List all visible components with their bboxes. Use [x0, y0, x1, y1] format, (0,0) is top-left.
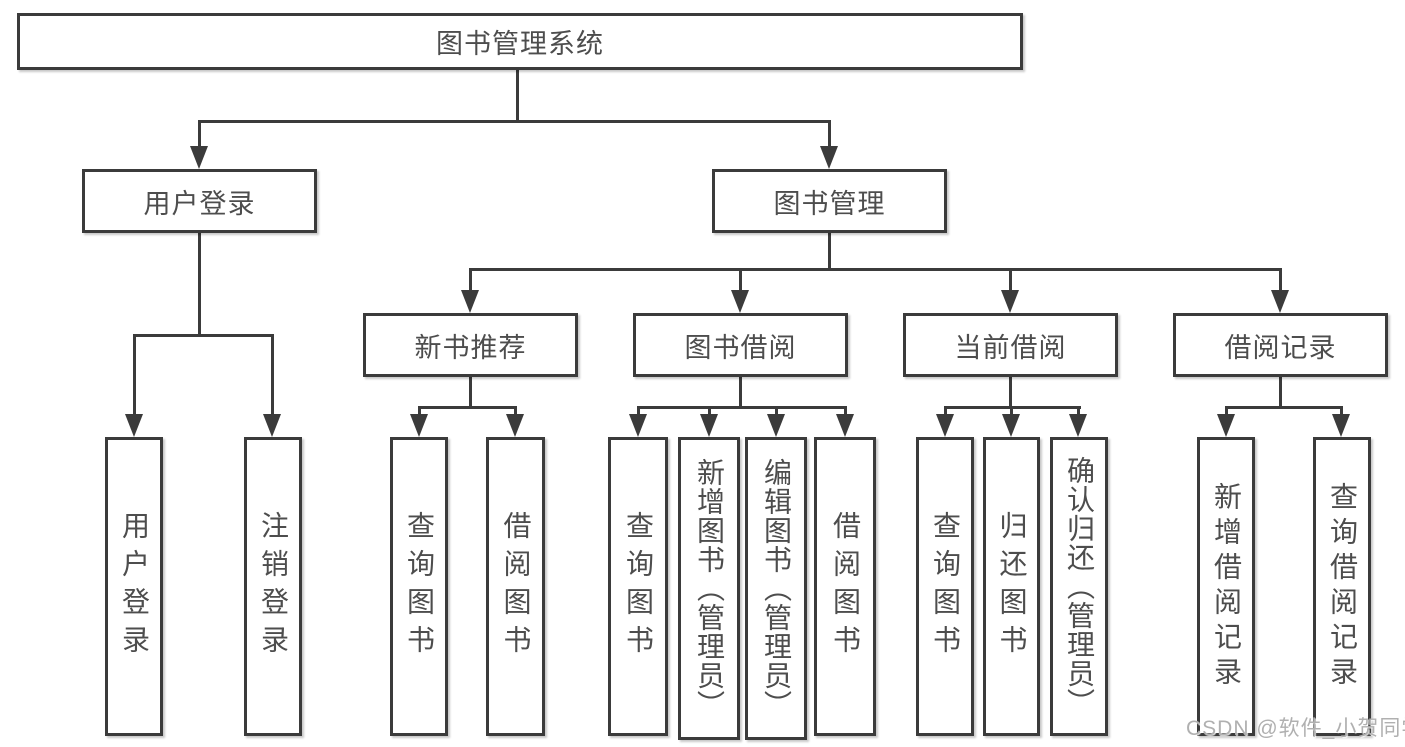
- leaf-bb-add-book-admin: 新增图书（管理员）: [678, 437, 740, 740]
- node-new-book-recommend: 新书推荐: [363, 313, 578, 377]
- connector-drop-current-borrow: [1009, 268, 1012, 294]
- arrow-down-icon: [1217, 414, 1235, 437]
- node-root-label: 图书管理系统: [436, 29, 604, 59]
- connector-drop-ul-login: [133, 334, 136, 416]
- connector-drop-borrow-record: [1279, 268, 1282, 294]
- connector-bb-stem: [739, 377, 742, 409]
- connector-nb-stem: [469, 377, 472, 409]
- node-book-borrow: 图书借阅: [633, 313, 848, 377]
- leaf-cb-confirm-return-admin: 确认归还（管理员）: [1050, 437, 1108, 736]
- connector-drop-book-borrow: [739, 268, 742, 294]
- connector-nb-rail: [418, 406, 517, 409]
- leaf-cb-query-book-label: 查询图书: [930, 510, 961, 663]
- arrow-down-icon: [936, 414, 954, 437]
- arrow-down-icon: [190, 146, 208, 169]
- arrow-down-icon: [1271, 290, 1289, 313]
- leaf-nb-query-book: 查询图书: [390, 437, 448, 736]
- leaf-nb-query-book-label: 查询图书: [404, 510, 435, 663]
- connector-drop-ul-logout: [271, 334, 274, 416]
- leaf-br-query-record: 查询借阅记录: [1313, 437, 1371, 736]
- node-book-borrow-label: 图书借阅: [684, 332, 797, 363]
- connector-drop-br-add: [1225, 406, 1228, 418]
- leaf-cb-return-book: 归还图书: [983, 437, 1040, 736]
- connector-user-login-stem: [198, 233, 201, 337]
- leaf-nb-borrow-book: 借阅图书: [486, 437, 545, 736]
- arrow-down-icon: [767, 414, 785, 437]
- leaf-br-add-record-label: 新增借阅记录: [1211, 481, 1242, 692]
- arrow-down-icon: [1001, 290, 1019, 313]
- arrow-down-icon: [836, 414, 854, 437]
- leaf-cb-confirm-return-admin-label: 确认归还（管理员）: [1064, 456, 1095, 717]
- leaf-bb-borrow-book: 借阅图书: [814, 437, 876, 736]
- csdn-watermark: CSDN @软件_小贺同学: [1186, 717, 1405, 740]
- arrow-down-icon: [820, 146, 838, 169]
- connector-drop-user-login: [198, 120, 201, 148]
- connector-drop-bb-borrow: [844, 406, 847, 418]
- node-new-book-recommend-label: 新书推荐: [414, 332, 527, 363]
- arrow-down-icon: [1332, 414, 1350, 437]
- connector-root-rail: [198, 120, 831, 123]
- node-user-login: 用户登录: [82, 169, 317, 233]
- arrow-down-icon: [410, 414, 428, 437]
- arrow-down-icon: [1069, 414, 1087, 437]
- connector-drop-cb-query: [944, 406, 947, 418]
- node-borrow-record: 借阅记录: [1173, 313, 1388, 377]
- leaf-nb-borrow-book-label: 借阅图书: [500, 510, 532, 663]
- arrow-down-icon: [506, 414, 524, 437]
- arrow-down-icon: [629, 414, 647, 437]
- arrow-down-icon: [263, 414, 281, 437]
- leaf-cb-return-book-label: 归还图书: [996, 510, 1028, 663]
- connector-drop-book-mgmt: [828, 120, 831, 148]
- connector-bb-rail: [637, 406, 847, 409]
- connector-br-rail: [1225, 406, 1343, 409]
- leaf-bb-query-book: 查询图书: [608, 437, 668, 736]
- node-root: 图书管理系统: [17, 13, 1023, 70]
- node-book-management-label: 图书管理: [773, 188, 886, 219]
- connector-drop-new-book-rec: [469, 268, 472, 294]
- leaf-user-login-label: 用户登录: [119, 510, 150, 663]
- connector-drop-nb-query: [418, 406, 421, 418]
- connector-drop-bb-query: [637, 406, 640, 418]
- connector-root-stem: [516, 69, 519, 122]
- leaf-cb-query-book: 查询图书: [916, 437, 974, 736]
- connector-br-stem: [1279, 377, 1282, 409]
- arrow-down-icon: [1002, 414, 1020, 437]
- node-current-borrow-label: 当前借阅: [954, 332, 1067, 363]
- node-current-borrow: 当前借阅: [903, 313, 1118, 377]
- leaf-bb-borrow-book-label: 借阅图书: [830, 510, 861, 663]
- node-user-login-label: 用户登录: [143, 188, 256, 219]
- leaf-bb-query-book-label: 查询图书: [623, 510, 654, 663]
- leaf-bb-edit-book-admin: 编辑图书（管理员）: [745, 437, 807, 740]
- connector-drop-nb-borrow: [514, 406, 517, 418]
- connector-user-login-rail: [133, 334, 274, 337]
- connector-drop-bb-add: [708, 406, 711, 418]
- arrow-down-icon: [461, 290, 479, 313]
- connector-cb-stem: [1009, 377, 1012, 409]
- leaf-bb-edit-book-admin-label: 编辑图书（管理员）: [761, 458, 792, 719]
- connector-drop-bb-edit: [775, 406, 778, 418]
- leaf-bb-add-book-admin-label: 新增图书（管理员）: [694, 458, 725, 719]
- connector-book-mgmt-stem: [828, 233, 831, 271]
- arrow-down-icon: [700, 414, 718, 437]
- leaf-user-login: 用户登录: [105, 437, 163, 736]
- connector-drop-br-query: [1340, 406, 1343, 418]
- connector-drop-cb-confirm: [1077, 406, 1080, 418]
- arrow-down-icon: [125, 414, 143, 437]
- arrow-down-icon: [731, 290, 749, 313]
- leaf-br-query-record-label: 查询借阅记录: [1327, 481, 1358, 692]
- leaf-logout: 注销登录: [244, 437, 302, 736]
- connector-book-mgmt-rail: [469, 268, 1282, 271]
- leaf-logout-label: 注销登录: [258, 510, 289, 663]
- node-borrow-record-label: 借阅记录: [1224, 332, 1337, 363]
- leaf-br-add-record: 新增借阅记录: [1197, 437, 1255, 736]
- node-book-management: 图书管理: [712, 169, 947, 233]
- connector-drop-cb-return: [1010, 406, 1013, 418]
